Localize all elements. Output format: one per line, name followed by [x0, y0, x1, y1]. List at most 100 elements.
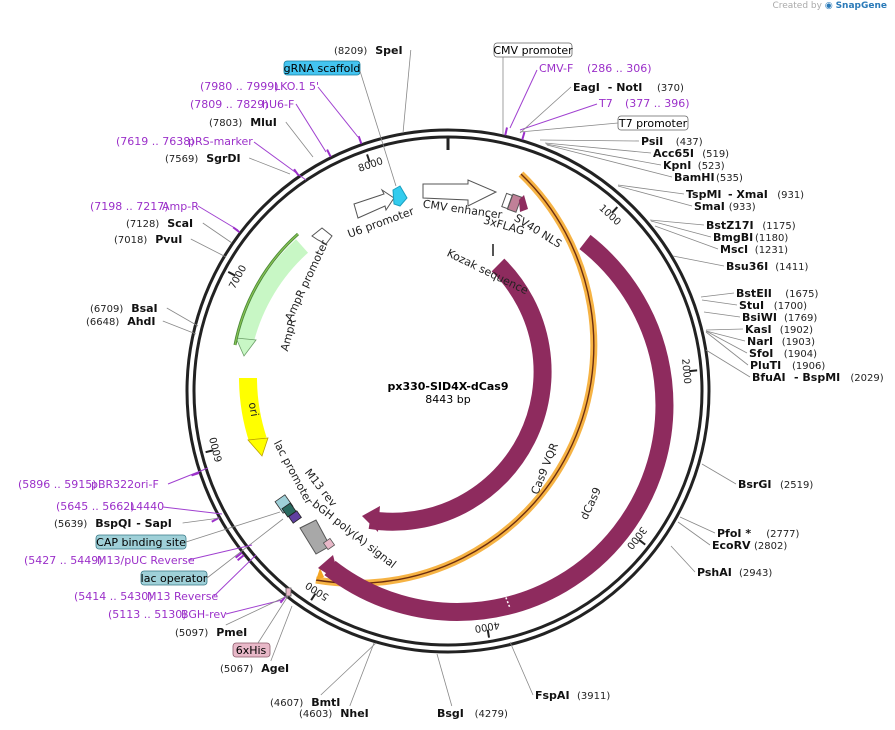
- enzyme-leader: [544, 142, 652, 154]
- enzyme-name: SgrDI: [206, 152, 240, 165]
- enzyme-name: KasI: [745, 323, 772, 336]
- primer-m13rev[interactable]: (5414 .. 5430) M13 Reverse: [74, 554, 257, 603]
- primer-l4440-name: L4440: [130, 500, 164, 513]
- enzyme-site-left[interactable]: (8209)SpeI: [334, 44, 412, 134]
- enzyme-pos: (1904): [784, 349, 817, 360]
- t7-promoter-box[interactable]: T7 promoter: [617, 115, 689, 131]
- enzyme-site-right[interactable]: PfoI *(2777): [679, 516, 800, 540]
- primer-l4440[interactable]: (5645 .. 5662) L4440: [56, 500, 223, 515]
- enzyme-site-right[interactable]: KpnI(523): [545, 143, 725, 172]
- enzyme-site-right[interactable]: KasI(1902): [705, 323, 813, 336]
- tick-label: 2000: [679, 358, 692, 384]
- enzyme-pos: (3911): [577, 691, 610, 702]
- enzyme-name: AgeI: [261, 662, 289, 675]
- dcas9-dash-1: [546, 559, 561, 575]
- enzyme-site-left[interactable]: (7569) SgrDI: [165, 152, 291, 175]
- enzyme-site-bottom[interactable]: (4607)BmtI: [270, 642, 377, 709]
- enzyme-pos: (1769): [784, 313, 817, 324]
- primer-bghrev[interactable]: (5113 .. 5130) BGH-rev: [108, 599, 283, 621]
- enzyme-site-left[interactable]: (7128)ScaI: [126, 217, 233, 244]
- enzyme-leader: [705, 330, 748, 354]
- tick-label: 1000: [596, 203, 622, 228]
- dcas9-dash-4: [502, 589, 511, 609]
- enzyme-site-right[interactable]: EagI- NotI(370): [519, 81, 684, 134]
- enzyme-site-right[interactable]: BstEII(1675): [700, 287, 819, 300]
- enzyme-site-right[interactable]: BsrGI(2519): [701, 463, 813, 491]
- enzyme-site-left[interactable]: (6648)AhdI: [86, 315, 197, 335]
- enzyme-site-right[interactable]: Acc65I(519): [544, 142, 729, 160]
- enzyme-leader: [679, 516, 716, 534]
- enzyme-leader: [650, 220, 712, 238]
- enzyme-site-right[interactable]: TspMI- XmaI(931): [617, 184, 804, 201]
- sixhis-marker: [285, 587, 292, 597]
- sixhis-label: 6xHis: [236, 644, 267, 657]
- sixhis-box[interactable]: 6xHis: [232, 642, 271, 658]
- enzyme-leader: [701, 299, 738, 306]
- primer-prs-name: pRS-marker: [188, 135, 253, 148]
- enzyme-site-right[interactable]: FspAI(3911): [509, 641, 610, 702]
- enzyme-site-right[interactable]: MscI(1231): [654, 225, 788, 256]
- enzyme-site-left[interactable]: (7018)PvuI: [114, 233, 227, 258]
- enzyme-name: BstZ17I: [706, 219, 754, 232]
- primer-prs[interactable]: (7619 .. 7638) pRS-marker: [116, 135, 307, 181]
- enzyme-pos: (2802): [754, 541, 787, 552]
- enzyme-pos: (1903): [782, 337, 815, 348]
- enzyme-site-bottom[interactable]: (5067)AgeI: [220, 605, 293, 675]
- primer-pbr322-range: (5896 .. 5915): [18, 478, 97, 491]
- enzyme-pos: (2943): [739, 568, 772, 579]
- enzyme-site-right[interactable]: SfoI(1904): [705, 330, 817, 360]
- enzyme-site-bottom[interactable]: (5097)PmeI: [175, 595, 288, 639]
- primer-mark: [357, 135, 363, 145]
- primer-hu6f[interactable]: (7809 .. 7829) hU6-F: [190, 98, 327, 153]
- enzyme-site-right[interactable]: PsiI(437): [539, 135, 703, 148]
- enzyme-name: BfuAI: [752, 371, 786, 384]
- primer-lko[interactable]: (7980 .. 7999) LKO.1 5': [200, 80, 359, 138]
- enzyme-site-right[interactable]: PluTI(1906): [705, 331, 825, 372]
- primer-t7[interactable]: T7 (377 .. 396): [519, 97, 690, 131]
- enzyme-site-left[interactable]: (7803)MluI: [209, 116, 314, 158]
- enzyme-site-right[interactable]: EcoRV(2802): [677, 521, 787, 552]
- cmv-promoter-label: CMV promoter: [493, 44, 573, 57]
- enzyme-leader: [270, 605, 293, 662]
- cap-binding-site-box[interactable]: CAP binding site: [95, 534, 187, 550]
- enzyme-site-right[interactable]: BamHI(535): [546, 144, 743, 184]
- primer-cmv-f[interactable]: CMV-F (286 .. 306): [509, 62, 652, 129]
- enzyme-site-bottom[interactable]: BsgI(4279): [436, 653, 508, 720]
- primer-pbr322[interactable]: (5896 .. 5915) pBR322ori-F: [18, 467, 209, 491]
- enzyme-site-right[interactable]: StuI(1700): [701, 299, 807, 312]
- primer-lko-name: LKO.1 5': [274, 80, 319, 93]
- grna-scaffold-box[interactable]: gRNA scaffold: [283, 60, 361, 76]
- tick-mark: [638, 538, 646, 546]
- enzyme-leader: [436, 653, 453, 707]
- cas9-vqr-arc: [368, 258, 552, 531]
- primer-m13puc[interactable]: (5427 .. 5449) M13/pUC Reverse: [24, 544, 253, 567]
- enzyme-leader: [700, 292, 735, 298]
- enzyme-pos: (7803): [209, 118, 242, 129]
- enzyme-site-right[interactable]: PshAI(2943): [670, 545, 772, 579]
- enzyme-site-left[interactable]: (5639)BspQI- SapI: [54, 517, 221, 530]
- enzyme-site-right[interactable]: NarI(1903): [705, 330, 815, 348]
- enzyme-pos: (7569): [165, 154, 198, 165]
- brand-created-by: Created by: [772, 1, 822, 11]
- tick-label: 6000: [208, 436, 225, 463]
- enzyme-site-right[interactable]: SmaI(933): [617, 185, 756, 213]
- lac-operator-box[interactable]: lac operator: [140, 570, 208, 586]
- primer-l4440-leader: [162, 506, 223, 515]
- enzyme-pos: (523): [698, 161, 725, 172]
- enzyme-site-right[interactable]: Bsu36I(1411): [672, 255, 809, 273]
- dcas9-arrowhead: [318, 555, 340, 582]
- primer-ampr[interactable]: (7198 .. 7217) Amp-R: [90, 200, 239, 231]
- enzyme-site-left[interactable]: (6709)BsaI: [90, 302, 199, 327]
- cmv-promoter-box[interactable]: CMV promoter: [493, 42, 573, 58]
- enzyme-site-bottom[interactable]: (4603)NheI: [299, 642, 375, 720]
- primer-lko-range: (7980 .. 7999): [200, 80, 279, 93]
- enzyme-site-right[interactable]: BmgBI(1180): [650, 220, 788, 244]
- enzyme-name: BsgI: [437, 707, 464, 720]
- tick-mark: [611, 206, 619, 214]
- enzyme-site-right[interactable]: BsiWI(1769): [703, 311, 817, 324]
- primer-cmv-f-leader: [509, 69, 538, 129]
- plasmid-length: 8443 bp: [425, 393, 470, 406]
- enzyme-site-right[interactable]: BstZ17I(1175): [649, 219, 796, 232]
- enzyme-site-right[interactable]: BfuAI- BspMI(2029): [705, 349, 884, 384]
